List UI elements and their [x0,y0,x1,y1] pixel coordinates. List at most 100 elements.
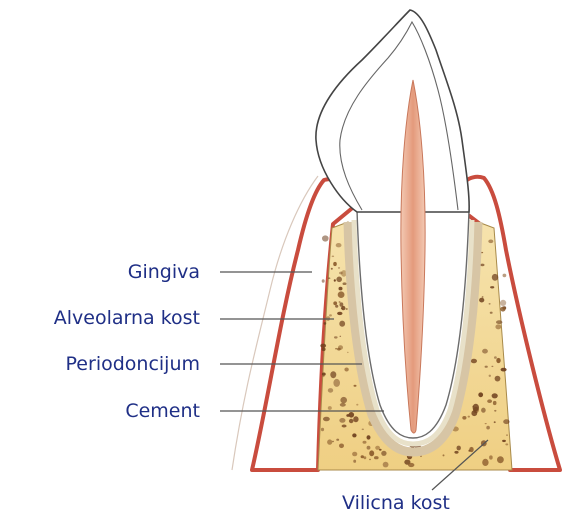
bone-dot [338,267,340,269]
bone-dot [496,358,500,363]
bone-dot [502,440,506,442]
bone-dot [323,417,330,422]
bone-dot [472,406,474,408]
bone-dot [347,352,349,353]
bone-dot [367,446,371,450]
bone-dot [339,301,341,303]
bone-dot [340,397,347,403]
bone-dot [340,336,342,337]
bone-dot [374,456,379,459]
bone-dot [339,287,343,291]
label-gingiva: Gingiva [60,261,200,283]
bone-dot [330,371,336,378]
bone-dot [489,375,491,377]
bone-dot [356,404,358,406]
bone-dot [331,268,333,270]
bone-dot [503,419,509,424]
bone-dot [481,408,486,413]
bone-dot [367,435,371,439]
bone-dot [322,375,324,377]
bone-dot [339,444,344,449]
bone-dot [324,322,327,325]
bone-dot [462,416,466,420]
bone-dot [497,456,504,463]
bone-dot [493,401,497,405]
bone-dot [369,450,374,456]
bone-dot [471,359,477,364]
bone-dot [336,439,339,441]
bone-dot [486,426,490,430]
bone-dot [335,305,338,308]
bone-dot [349,419,354,423]
bone-dot [362,429,364,431]
bone-dot [490,312,493,314]
bone-dot [342,425,347,428]
bone-dot [482,459,488,466]
bone-dot [485,366,488,368]
bone-dot [379,449,382,451]
bone-dot [344,368,348,372]
bone-dot [492,274,498,281]
bone-dot [340,403,346,407]
bone-dot [340,302,344,306]
bone-dot [337,312,342,315]
bone-dot [381,451,386,456]
bone-dot [338,345,343,350]
bone-dot [454,451,458,454]
bone-dot [338,291,345,298]
bone-dot [335,348,337,350]
bone-dot [491,366,493,367]
bone-dot [471,410,477,416]
bone-dot [482,296,484,297]
bone-dot [492,393,498,398]
bone-dot [328,406,332,410]
bone-dot [473,404,479,411]
bone-dot [327,439,332,444]
label-periodontium: Periodoncijum [8,353,200,375]
bone-dot [495,324,501,329]
bone-dot [494,421,496,423]
bone-dot [353,416,358,422]
bone-dot [353,460,356,463]
bone-dot [495,376,501,382]
bone-dot [346,308,348,310]
bone-dot [322,235,329,241]
bone-dot [322,348,326,352]
bone-dot [503,274,507,278]
label-jaw-bone: Vilicna kost [342,492,450,514]
bone-dot [339,418,345,423]
bone-dot [501,368,507,372]
bone-dot [487,399,492,403]
bone-dot [333,262,337,266]
bone-dot [494,410,496,412]
bone-dot [352,452,357,457]
bone-dot [488,240,493,244]
bone-dot [489,455,493,459]
bone-dot [333,379,340,387]
bone-dot [478,392,483,397]
bone-dot [322,279,325,283]
bone-dot [494,356,497,359]
bone-dot [468,450,470,452]
label-alveolar-bone: Alveolarna kost [8,307,200,329]
bone-dot [320,344,326,348]
bone-dot [457,446,461,451]
bone-dot [349,412,355,418]
bone-dot [489,303,491,304]
bone-dot [468,416,470,418]
bone-dot [500,300,506,306]
bone-dot [352,433,356,437]
bone-dot [496,320,502,324]
bone-dot [490,286,494,288]
bone-dot [383,462,389,468]
bone-dot [334,279,336,281]
bone-dot [354,385,357,387]
bone-dot [329,314,332,316]
bone-dot [369,459,371,460]
bone-dot [506,434,508,436]
bone-dot [333,301,337,305]
bone-dot [328,388,333,393]
bone-dot [332,255,335,257]
